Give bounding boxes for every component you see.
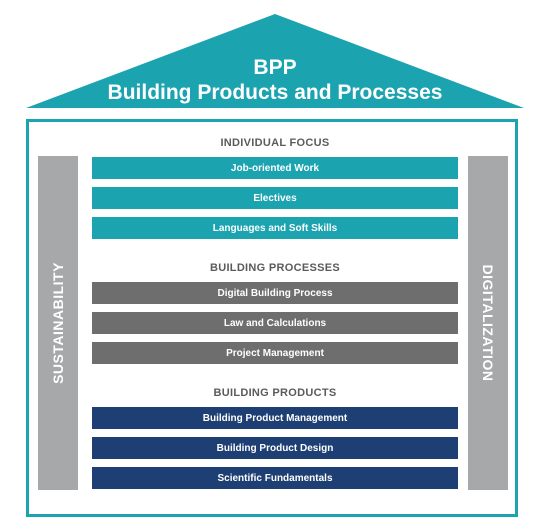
roof [26,14,524,108]
item-project-management: Project Management [92,342,458,364]
roof-title: Building Products and Processes [107,81,443,104]
pillar-digitalization: DIGITALIZATION [468,156,508,490]
item-languages-soft-skills: Languages and Soft Skills [92,217,458,239]
item-electives: Electives [92,187,458,209]
item-job-oriented-work: Job-oriented Work [92,157,458,179]
pillar-label-digitalization: DIGITALIZATION [480,264,496,382]
item-building-product-management: Building Product Management [92,407,458,429]
item-building-product-design: Building Product Design [92,437,458,459]
item-digital-building-process: Digital Building Process [92,282,458,304]
section-heading-individual-focus: INDIVIDUAL FOCUS [220,137,330,149]
pillar-label-sustainability: SUSTAINABILITY [50,262,66,384]
pillar-sustainability: SUSTAINABILITY [38,156,78,490]
house-frame [26,119,518,517]
item-scientific-fundamentals: Scientific Fundamentals [92,467,458,489]
item-law-and-calculations: Law and Calculations [92,312,458,334]
section-heading-building-processes: BUILDING PROCESSES [209,262,341,274]
section-heading-building-products: BUILDING PRODUCTS [213,387,337,399]
roof-title-abbreviation: BPP [253,56,297,79]
roof-shape [26,14,524,108]
